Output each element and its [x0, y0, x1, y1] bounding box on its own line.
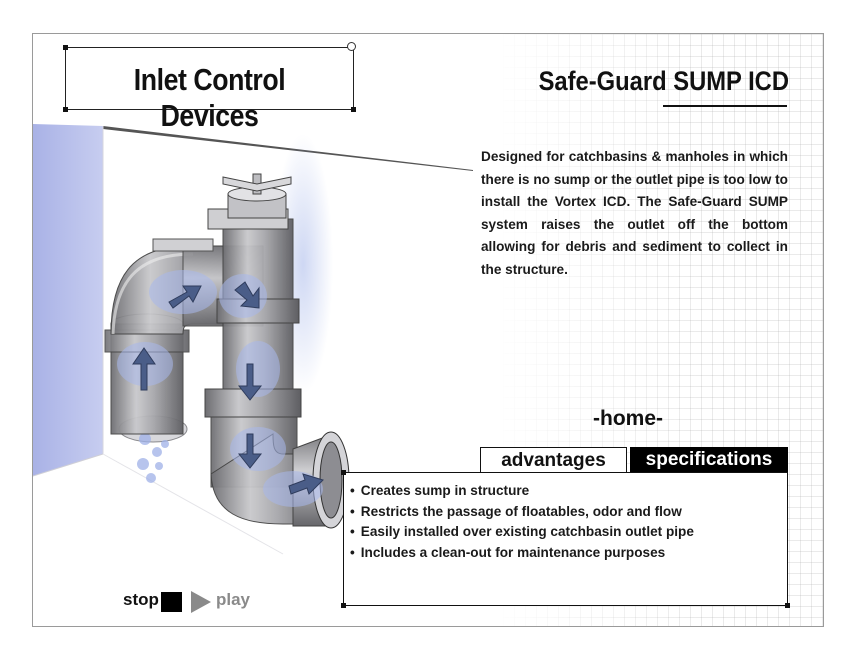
stop-button[interactable]: stop [123, 590, 159, 609]
page-title: Inlet Control Devices [133, 62, 286, 133]
presentation-frame: Inlet Control Devices Safe-Guard SUMP IC… [32, 33, 824, 627]
selection-handle [785, 603, 790, 608]
play-button[interactable]: play [216, 590, 251, 609]
list-item: Creates sump in structure [350, 481, 787, 502]
selection-handle [351, 107, 356, 112]
tab-advantages[interactable]: advantages [480, 447, 627, 473]
advantages-panel: Creates sump in structure Restricts the … [341, 470, 790, 608]
home-link[interactable]: -home- [593, 407, 663, 430]
flow-arrow-icon [132, 281, 324, 495]
manhole-wall [33, 124, 103, 476]
product-title: Safe-Guard SUMP ICD [538, 66, 789, 96]
selection-handle [341, 603, 346, 608]
advantages-list: Creates sump in structure Restricts the … [344, 473, 787, 563]
list-item: Includes a clean-out for maintenance pur… [350, 543, 787, 564]
product-description: Designed for catchbasins & manholes in w… [481, 149, 788, 277]
rotate-handle [347, 42, 356, 51]
list-item: Easily installed over existing catchbasi… [350, 522, 787, 543]
sump-icd-illustration [33, 124, 473, 555]
stop-icon[interactable] [161, 592, 182, 612]
selection-handle [63, 107, 68, 112]
play-icon[interactable] [191, 591, 211, 613]
clean-out-handle-icon [222, 176, 292, 192]
selection-handle [63, 45, 68, 50]
list-item: Restricts the passage of floatables, odo… [350, 502, 787, 523]
wall-top-edge [103, 126, 473, 171]
selection-handle [341, 470, 346, 475]
tab-specifications[interactable]: specifications [630, 447, 788, 473]
title-box: Inlet Control Devices [63, 45, 356, 133]
product-title-underline [663, 105, 787, 107]
